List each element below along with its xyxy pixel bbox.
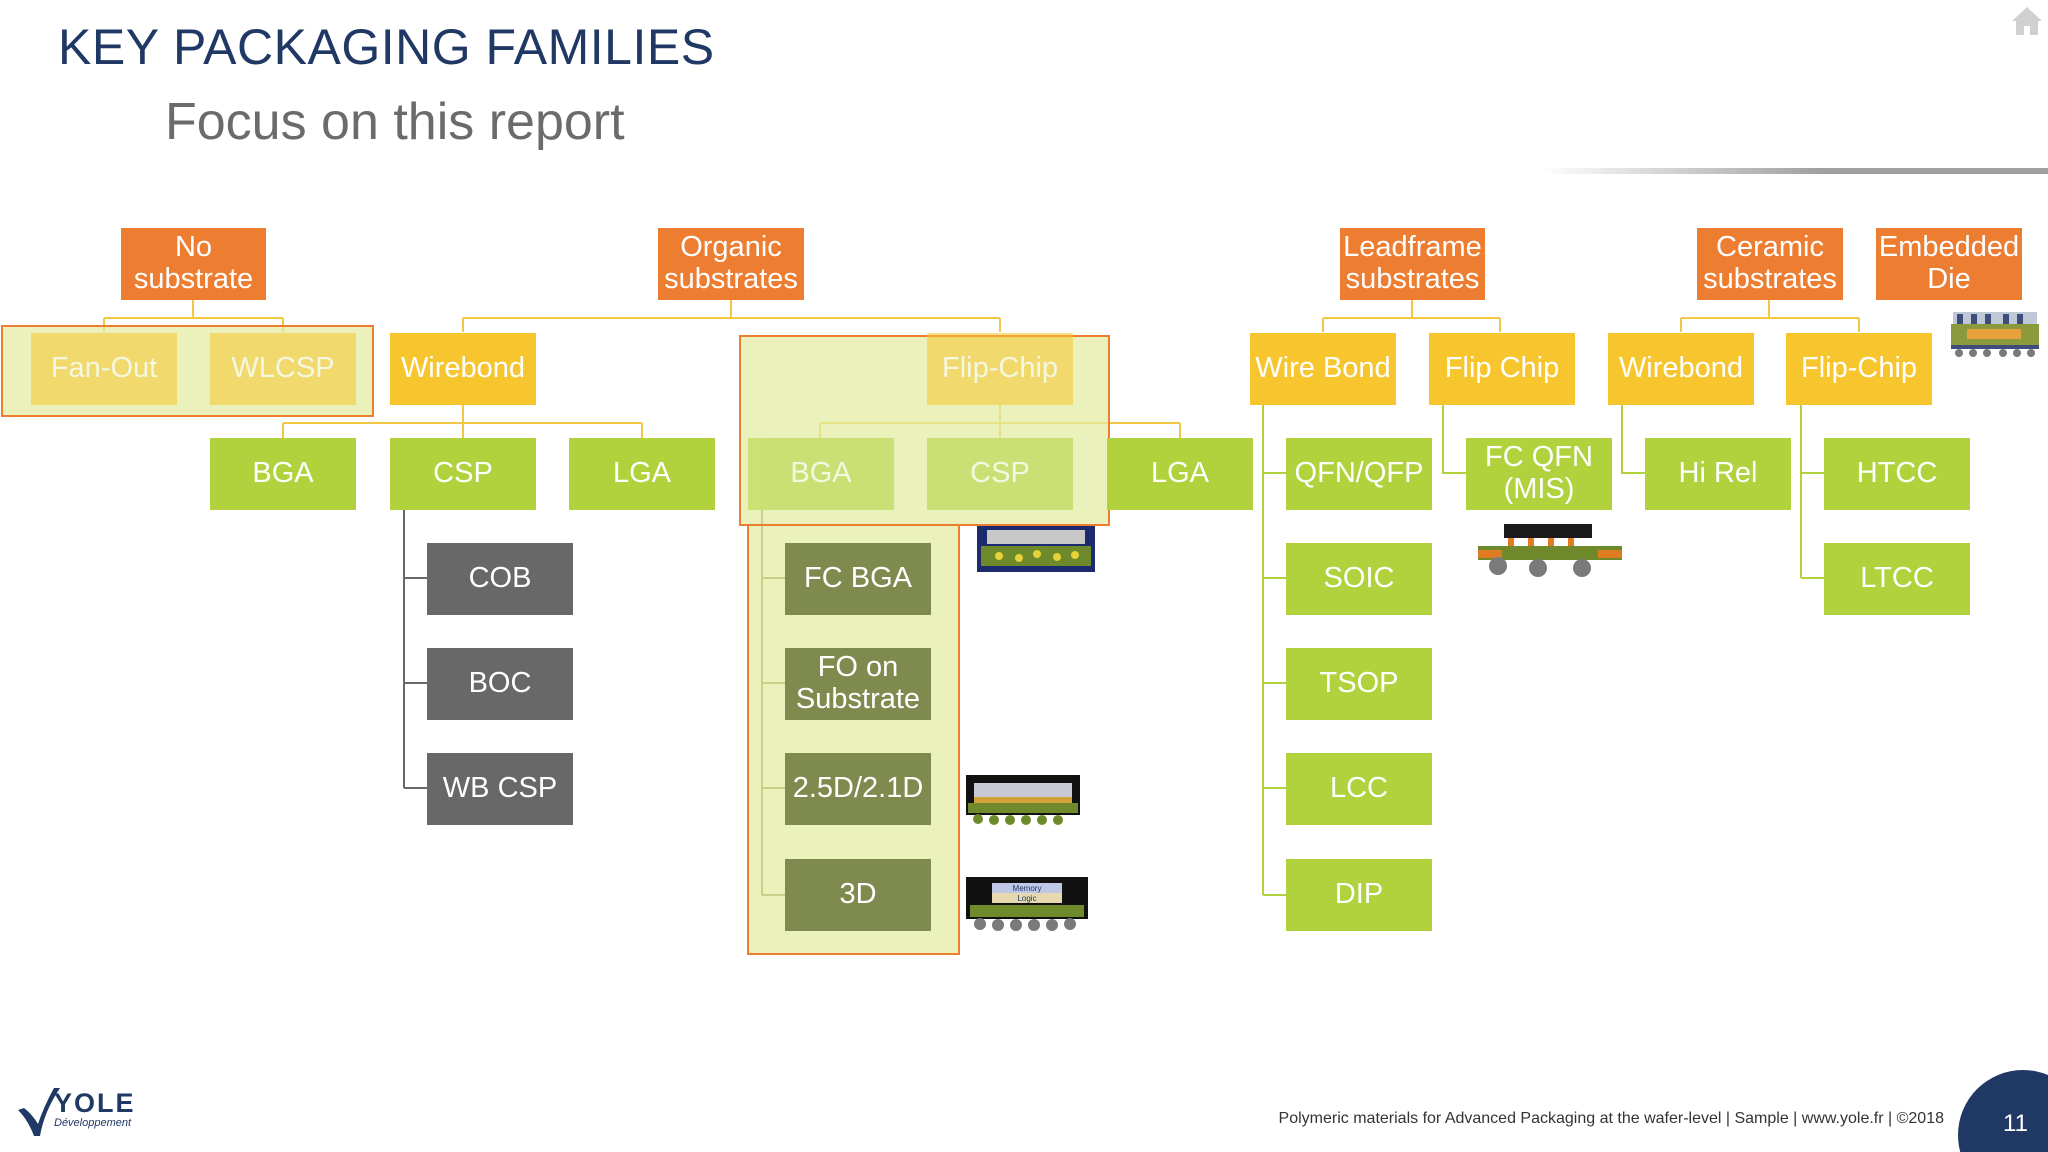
category-embedded-die: Embedded Die	[1876, 228, 2022, 300]
node-wlcsp: WLCSP	[210, 333, 356, 405]
fc-qfn-illustration	[1478, 524, 1622, 577]
node-boc: BOC	[427, 648, 573, 720]
yole-logo: YOLE Développement	[18, 1088, 136, 1136]
category-leadframe-substrates: Leadframe substrates	[1340, 228, 1485, 300]
fc-bga-illustration	[977, 526, 1095, 572]
2-5d-illustration	[966, 775, 1080, 825]
slide-title: KEY PACKAGING FAMILIES	[58, 19, 715, 75]
node-2-5d-2-1d: 2.5D/2.1D	[785, 753, 931, 825]
node-fc-lga: LGA	[1107, 438, 1253, 510]
node-flip-chip-leadframe: Flip Chip	[1429, 333, 1575, 405]
node-wirebond-ceramic: Wirebond	[1608, 333, 1754, 405]
node-htcc: HTCC	[1824, 438, 1970, 510]
category-ceramic-substrates: Ceramic substrates	[1697, 228, 1843, 300]
node-wirebond-organic: Wirebond	[390, 333, 536, 405]
node-fc-bga-leaf: FC BGA	[785, 543, 931, 615]
logo-tagline: Développement	[54, 1117, 132, 1129]
node-wb-bga: BGA	[210, 438, 356, 510]
node-tsop: TSOP	[1286, 648, 1432, 720]
node-fc-bga: BGA	[748, 438, 894, 510]
page-number: 11	[2003, 1110, 2028, 1137]
node-wire-bond-leadframe: Wire Bond	[1250, 333, 1396, 405]
category-no-substrate: No substrate	[121, 228, 266, 300]
node-flip-chip-organic: Flip-Chip	[927, 333, 1073, 405]
node-fc-csp: CSP	[927, 438, 1073, 510]
category-organic-substrates: Organic substrates	[658, 228, 804, 300]
node-qfn-qfp: QFN/QFP	[1286, 438, 1432, 510]
node-dip: DIP	[1286, 859, 1432, 931]
logic-die-label: Logic	[1017, 894, 1036, 903]
3d-illustration: Memory Logic	[966, 877, 1088, 931]
slide-subtitle: Focus on this report	[165, 93, 625, 151]
node-3d: 3D	[785, 859, 931, 931]
node-fo-on-substrate: FO on Substrate	[785, 648, 931, 720]
embedded-die-illustration	[1951, 312, 2039, 357]
node-flip-chip-ceramic: Flip-Chip	[1786, 333, 1932, 405]
node-fc-qfn-mis: FC QFN (MIS)	[1466, 438, 1612, 510]
title-divider	[1540, 168, 2048, 174]
logo-wordmark: YOLE	[54, 1088, 136, 1118]
node-hi-rel: Hi Rel	[1645, 438, 1791, 510]
node-fan-out: Fan-Out	[31, 333, 177, 405]
node-soic: SOIC	[1286, 543, 1432, 615]
node-ltcc: LTCC	[1824, 543, 1970, 615]
node-wb-csp: CSP	[390, 438, 536, 510]
node-cob: COB	[427, 543, 573, 615]
node-wb-csp-leaf: WB CSP	[427, 753, 573, 825]
footer-text: Polymeric materials for Advanced Packagi…	[1278, 1110, 1944, 1127]
node-lcc: LCC	[1286, 753, 1432, 825]
memory-die-label: Memory	[1013, 884, 1042, 893]
node-wb-lga: LGA	[569, 438, 715, 510]
home-icon[interactable]	[2010, 4, 2044, 38]
